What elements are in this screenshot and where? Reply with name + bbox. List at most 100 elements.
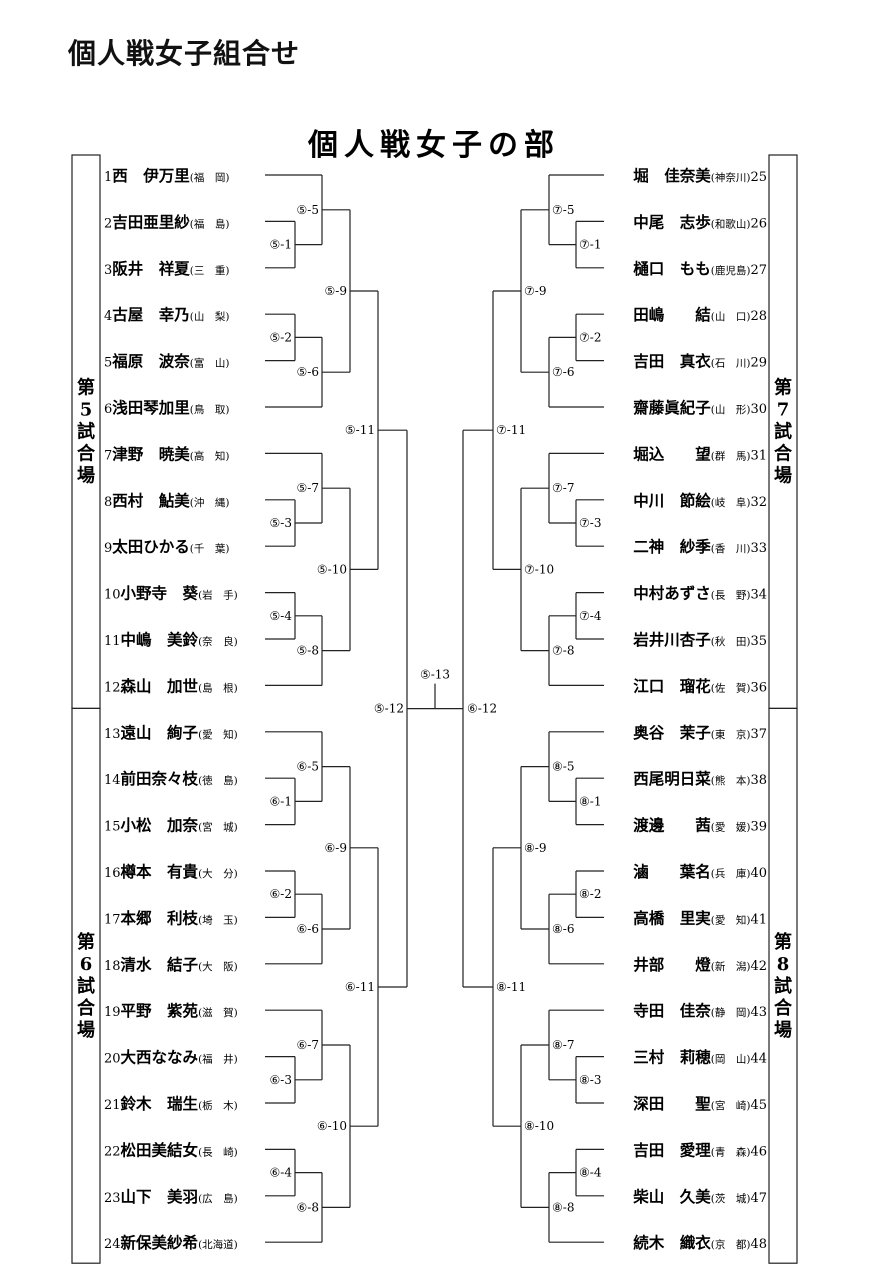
match-label: ⑧-6 xyxy=(552,922,574,936)
match-label: ⑧-5 xyxy=(552,760,574,774)
player-left: 24新保美紗希(北海道) xyxy=(104,1233,238,1252)
player-left: 14前田奈々枝(徳 島) xyxy=(104,769,238,788)
match-label: ⑦-8 xyxy=(552,644,574,658)
match-label: ⑤-9 xyxy=(325,284,347,298)
match-label: ⑥-6 xyxy=(297,922,319,936)
match-label: ⑥-10 xyxy=(317,1119,347,1133)
match-label: ⑧-7 xyxy=(552,1038,574,1052)
player-left: 5福原 波奈(富 山) xyxy=(104,352,230,371)
player-right: 渡邊 茜(愛 媛)39 xyxy=(633,816,767,835)
match-label: ⑦-10 xyxy=(524,562,554,576)
player-right: 中川 節絵(岐 阜)32 xyxy=(633,491,767,510)
player-left: 23山下 美羽(広 島) xyxy=(104,1187,238,1206)
player-left: 17本郷 利枝(埼 玉) xyxy=(104,908,238,927)
player-right: 樋口 もも(鹿児島)27 xyxy=(633,259,767,278)
player-left: 1西 伊万里(福 岡) xyxy=(104,166,230,185)
match-label: ⑤-6 xyxy=(297,365,319,379)
match-label: ⑧-1 xyxy=(579,794,601,808)
match-label: ⑥-3 xyxy=(270,1073,292,1087)
match-label: ⑤-10 xyxy=(317,562,347,576)
match-label: ⑧-3 xyxy=(579,1073,601,1087)
player-left: 21鈴木 瑞生(栃 木) xyxy=(104,1094,238,1113)
player-left: 15小松 加奈(宮 城) xyxy=(104,816,238,835)
player-left: 6浅田琴加里(鳥 取) xyxy=(104,398,230,417)
match-label: ⑤-3 xyxy=(270,516,292,530)
player-right: 二神 紗季(香 川)33 xyxy=(633,537,767,556)
player-right: 三村 莉穂(岡 山)44 xyxy=(633,1048,767,1067)
match-label: ⑤-7 xyxy=(297,481,319,495)
player-left: 2吉田亜里紗(福 島) xyxy=(104,212,230,231)
match-label: ⑦-1 xyxy=(579,238,601,252)
player-left: 22松田美結女(長 崎) xyxy=(104,1140,238,1159)
match-label: ⑤-12 xyxy=(374,702,404,716)
player-right: 江口 瑠花(佐 賀)36 xyxy=(633,676,767,695)
player-right: 田嶋 結(山 口)28 xyxy=(633,305,767,324)
player-right: 続木 織衣(京 都)48 xyxy=(633,1233,767,1252)
venue-box xyxy=(71,707,101,1264)
player-right: 井部 燈(新 潟)42 xyxy=(633,955,767,974)
match-label: ⑤-8 xyxy=(297,644,319,658)
player-right: 吉田 真衣(石 川)29 xyxy=(633,352,767,371)
final-match-label: ⑤-13 xyxy=(420,668,450,682)
player-left: 18清水 結子(大 阪) xyxy=(104,955,238,974)
player-left: 10小野寺 葵(岩 手) xyxy=(104,584,238,603)
player-right: 西尾明日菜(熊 本)38 xyxy=(633,769,767,788)
player-left: 8西村 鮎美(沖 縄) xyxy=(104,491,230,510)
match-label: ⑧-4 xyxy=(579,1166,602,1180)
player-right: 堀 佳奈美(神奈川)25 xyxy=(633,166,767,185)
match-label: ⑥-11 xyxy=(345,980,375,994)
player-right: 中尾 志歩(和歌山)26 xyxy=(633,212,767,231)
match-label: ⑧-8 xyxy=(552,1200,574,1214)
match-label: ⑥-1 xyxy=(270,794,292,808)
match-label: ⑥-8 xyxy=(297,1200,319,1214)
match-label: ⑥-2 xyxy=(270,887,292,901)
player-right: 奥谷 茉子(東 京)37 xyxy=(633,723,767,742)
player-right: 柴山 久美(茨 城)47 xyxy=(632,1187,767,1206)
match-labels: ⑤-1 ⑤-2 ⑤-5 ⑤-6 ⑤-9 ⑤-3 ⑤-4 ⑤-7 ⑤-8 ⑤-10 ⑤-11 ⑥-1 ⑥-… xyxy=(270,203,602,1215)
player-left: 16樽本 有貴(大 分) xyxy=(104,862,238,881)
match-label: ⑧-9 xyxy=(524,841,546,855)
match-label: ⑧-2 xyxy=(579,887,601,901)
page-title: 個人戦女子組合せ xyxy=(68,37,301,70)
match-label: ⑧-11 xyxy=(496,980,526,994)
match-label: ⑦-6 xyxy=(552,365,574,379)
player-right: 寺田 佳奈(静 岡)43 xyxy=(633,1001,767,1020)
player-left: 7津野 暁美(高 知) xyxy=(104,444,230,463)
match-label: ⑦-3 xyxy=(579,516,601,530)
match-label: ⑦-5 xyxy=(552,203,574,217)
player-right: 滷 葉名(兵 庫)40 xyxy=(633,862,767,881)
player-right: 齋藤眞紀子(山 形)30 xyxy=(632,398,767,417)
player-right: 高橋 里実(愛 知)41 xyxy=(633,908,767,927)
player-left: 9太田ひかる(千 葉) xyxy=(104,537,230,556)
player-right: 深田 聖(宮 崎)45 xyxy=(633,1094,767,1113)
match-label: ⑥-5 xyxy=(297,760,319,774)
match-label: ⑦-4 xyxy=(579,609,602,623)
player-left: 12森山 加世(島 根) xyxy=(104,676,238,695)
player-right: 中村あずさ(長 野)34 xyxy=(633,584,767,603)
player-left: 4古屋 幸乃(山 梨) xyxy=(104,305,230,324)
player-right: 岩井川杏子(秋 田)35 xyxy=(632,630,767,649)
match-label: ⑤-11 xyxy=(345,423,375,437)
match-label: ⑤-2 xyxy=(270,330,292,344)
venue-box xyxy=(768,707,798,1264)
players: 1西 伊万里(福 岡)2吉田亜里紗(福 島)3阪井 祥夏(三 重)4古屋 幸乃(… xyxy=(104,166,767,1252)
match-label: ⑦-2 xyxy=(579,330,601,344)
bracket-lines xyxy=(265,174,604,1243)
match-label: ⑥-9 xyxy=(325,841,347,855)
match-label: ⑥-7 xyxy=(297,1038,319,1052)
match-label: ⑤-1 xyxy=(270,238,292,252)
match-label: ⑤-5 xyxy=(297,203,319,217)
player-left: 19平野 紫苑(滋 賀) xyxy=(104,1001,238,1020)
player-right: 吉田 愛理(青 森)46 xyxy=(633,1140,767,1159)
match-label: ⑤-4 xyxy=(270,609,293,623)
player-right: 堀込 望(群 馬)31 xyxy=(633,444,767,463)
match-label: ⑥-4 xyxy=(270,1166,293,1180)
bracket-title: 個人戦女子の部 xyxy=(307,128,560,163)
match-label: ⑥-12 xyxy=(467,702,497,716)
